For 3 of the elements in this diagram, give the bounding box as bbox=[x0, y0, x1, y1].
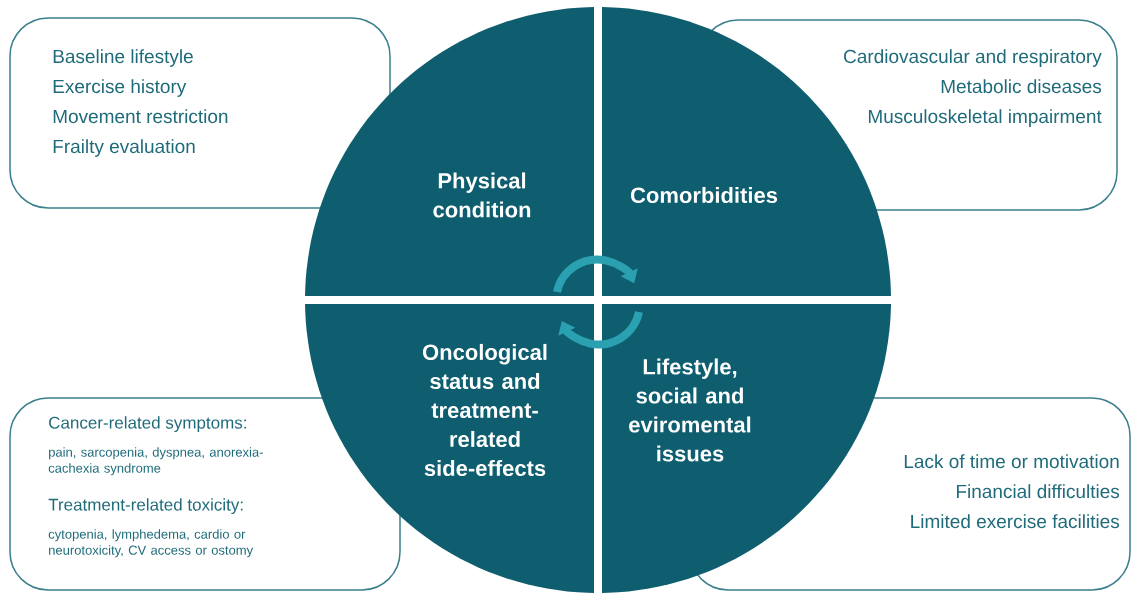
quadrant-sector: Physical condition bbox=[305, 7, 594, 296]
quadrant-sector: Oncological status and treatment-related side-effects bbox=[305, 304, 594, 593]
quadrant-sector: Lifestyle, social and eviromental issues bbox=[602, 304, 891, 593]
